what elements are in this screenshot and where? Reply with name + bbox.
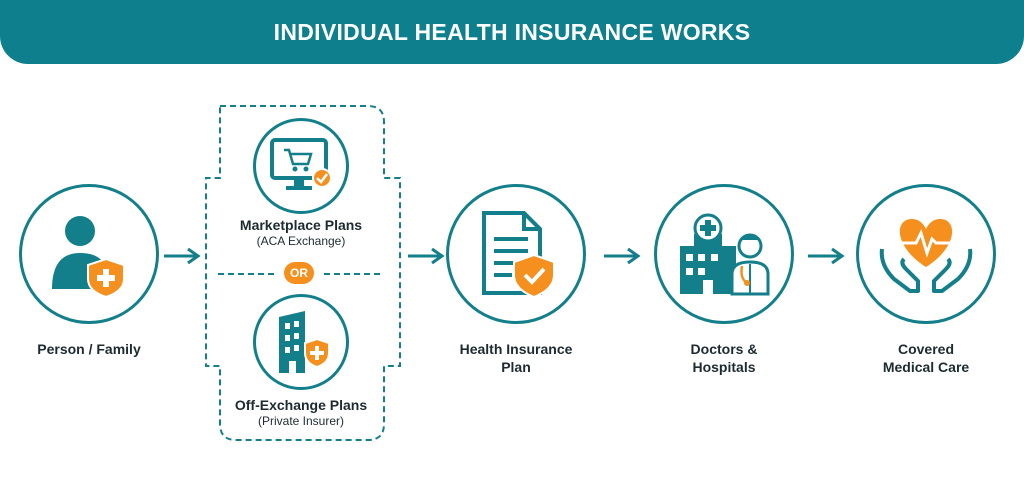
arrow-2	[408, 247, 445, 265]
arrow-1	[164, 247, 201, 265]
or-badge: OR	[284, 262, 314, 284]
person-shield-icon	[52, 216, 125, 299]
step-health-insurance-plan: Health Insurance Plan	[446, 184, 586, 376]
or-divider	[218, 273, 384, 275]
doctors-label-line1: Doctors &	[690, 341, 758, 357]
page-title: INDIVIDUAL HEALTH INSURANCE WORKS	[273, 18, 751, 45]
hands-heart-icon	[879, 219, 973, 293]
arrow-4	[808, 247, 845, 265]
offexchange-circle	[253, 294, 349, 390]
offexchange-sub: (Private Insurer)	[257, 414, 345, 428]
marketplace-sub: (ACA Exchange)	[256, 234, 346, 248]
care-circle	[856, 184, 996, 324]
care-label-line1: Covered	[897, 341, 955, 357]
doctors-label-line2: Hospitals	[692, 359, 756, 375]
offexchange-label: Off-Exchange Plans	[234, 397, 368, 413]
building-shield-icon	[279, 311, 330, 373]
title-banner: INDIVIDUAL HEALTH INSURANCE WORKS	[0, 0, 1024, 64]
plan-label-line1: Health Insurance	[459, 341, 573, 357]
person-label: Person / Family	[37, 341, 141, 357]
plan-circle	[446, 184, 586, 324]
marketplace-label: Marketplace Plans	[239, 217, 363, 233]
step-off-exchange-plans: Off-Exchange Plans (Private Insurer)	[232, 294, 370, 429]
document-shield-icon	[482, 211, 555, 299]
monitor-cart-icon	[270, 138, 332, 190]
plan-label-line2: Plan	[501, 359, 531, 375]
step-covered-medical-care: Covered Medical Care	[856, 184, 996, 376]
step-doctors-hospitals: Doctors & Hospitals	[654, 184, 794, 376]
step-person-family: Person / Family	[16, 184, 162, 358]
doctors-circle	[654, 184, 794, 324]
arrow-3	[604, 247, 641, 265]
hospital-doctor-icon	[680, 213, 770, 296]
marketplace-circle	[253, 118, 349, 214]
step-marketplace-plans: Marketplace Plans (ACA Exchange)	[234, 118, 368, 249]
plan-options-bracket	[205, 105, 401, 441]
care-label-line2: Medical Care	[882, 359, 970, 375]
person-circle	[19, 184, 159, 324]
